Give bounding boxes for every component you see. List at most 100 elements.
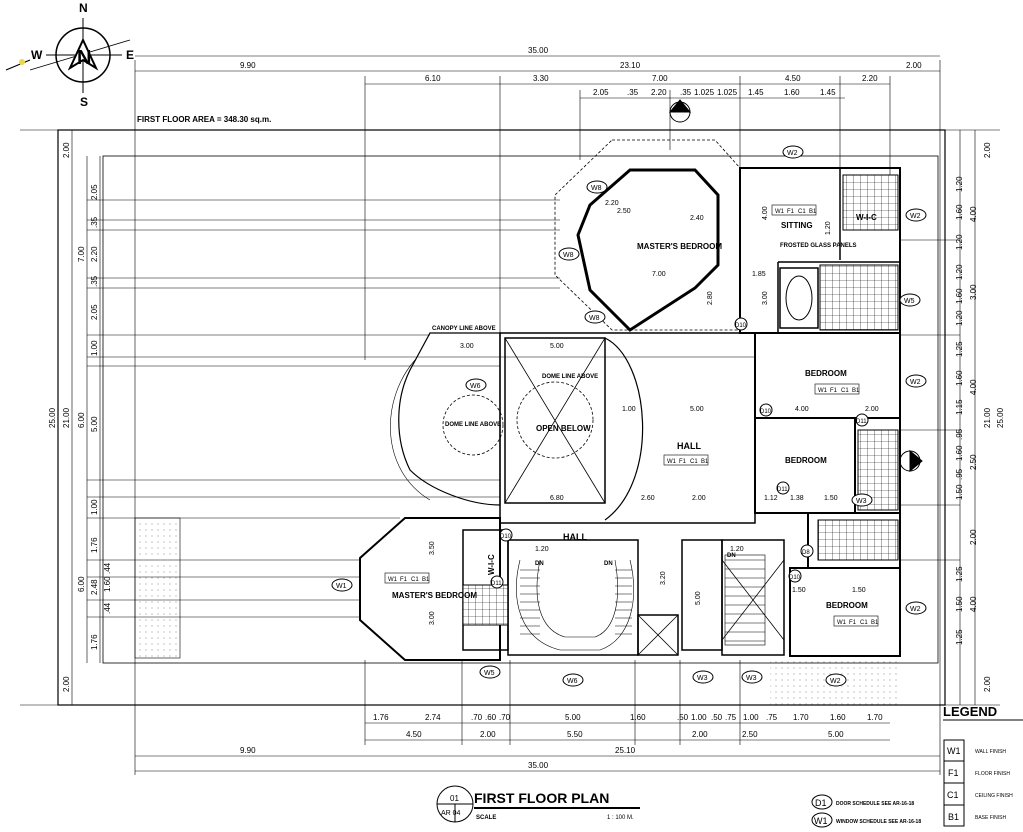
dim-left-label: 6.00	[77, 412, 86, 428]
svg-text:W3: W3	[697, 675, 708, 682]
window-tag-w8: W8	[586, 180, 608, 194]
svg-text:C1: C1	[690, 459, 698, 465]
svg-text:B1: B1	[871, 620, 879, 626]
svg-text:W8: W8	[591, 185, 602, 192]
dim-left-label: 2.05	[90, 184, 99, 200]
dim-bottom-label: 25.10	[615, 746, 636, 755]
dim-top-label: 2.20	[651, 88, 667, 97]
interior-dim: 1.38	[790, 495, 804, 502]
door-tag-d10: D10	[759, 403, 773, 417]
svg-text:DOOR SCHEDULE SEE AR-16-18: DOOR SCHEDULE SEE AR-16-18	[836, 801, 914, 807]
finish-tag: W1 F1 C1 B1	[663, 454, 709, 466]
dim-bottom-label: .70	[499, 713, 511, 722]
interior-dim: 4.00	[762, 206, 769, 220]
dim-right-label: .95	[955, 428, 964, 440]
door-schedule-note: D1 DOOR SCHEDULE SEE AR-16-18	[811, 794, 914, 810]
interior-dim: 2.00	[865, 406, 879, 413]
interior-dim: 5.00	[550, 343, 564, 350]
svg-text:W5: W5	[484, 670, 495, 677]
window-tag-w3: W3	[692, 670, 714, 684]
dim-bottom-label: .60	[485, 713, 497, 722]
room-wic-top: W-I-C	[856, 213, 877, 222]
dim-bottom-label: 2.00	[692, 730, 708, 739]
finish-tag-group: W1 F1 C1 B1 W1 F1 C1 B1 W1 F1 C1 B1 W1 F…	[384, 204, 879, 627]
window-tag-w8: W8	[584, 310, 606, 324]
dim-right-label: 25.00	[996, 407, 1005, 428]
interior-dim: 3.00	[460, 343, 474, 350]
room-wic-left: W-I-C	[487, 554, 496, 575]
finish-tag: W1 F1 C1 B1	[771, 204, 817, 216]
dim-bottom-label: 1.76	[373, 713, 389, 722]
window-tag-w2: W2	[905, 208, 927, 222]
window-tag-w2: W2	[782, 145, 804, 159]
svg-text:W1: W1	[837, 620, 847, 626]
window-tag-w2: W2	[825, 673, 847, 687]
dome-line-label: DOME LINE ABOVE	[542, 374, 598, 380]
svg-text:W2: W2	[910, 213, 921, 220]
svg-text:D11: D11	[777, 487, 788, 493]
frosted-glass-label: FROSTED GLASS PANELS	[780, 243, 857, 249]
dim-right-label: 4.00	[969, 206, 978, 222]
door-tags: D10 D10 D11 D11 D8 D10 D10 D11	[490, 317, 869, 589]
door-tag-d10: D10	[734, 317, 748, 331]
dim-left-label: 2.05	[90, 304, 99, 320]
window-tag-w5: W5	[899, 293, 921, 307]
compass-e: E	[126, 48, 134, 62]
legend: W1 F1 C1 B1 WALL FINISH FLOOR FINISH CEI…	[943, 719, 1023, 827]
svg-text:W2: W2	[830, 678, 841, 685]
dim-left-label: .35	[90, 275, 99, 287]
title-block: 01 AR 04 FIRST FLOOR PLAN SCALE 1 : 100 …	[436, 785, 640, 823]
interior-dim: 5.00	[695, 591, 702, 605]
interior-dim: 1.20	[825, 221, 832, 235]
interior-dim: 2.50	[617, 208, 631, 215]
dim-bottom-label: 1.00	[691, 713, 707, 722]
svg-text:W3: W3	[856, 498, 867, 505]
interior-dim: 2.20	[605, 200, 619, 207]
room-masters-bedroom-top: MASTER'S BEDROOM	[637, 242, 722, 251]
compass-w: W	[31, 48, 43, 62]
svg-text:W1: W1	[775, 209, 785, 215]
legend-code: B1	[948, 812, 959, 822]
interior-dim: 1.00	[622, 406, 636, 413]
dim-left-label: 7.00	[77, 246, 86, 262]
dim-right-label: 1.25	[955, 341, 964, 357]
svg-text:D8: D8	[802, 550, 810, 556]
dimension-lines-right	[900, 130, 976, 705]
section-mark-icon	[668, 99, 692, 123]
dim-top-label: 6.10	[425, 74, 441, 83]
dim-right-label: 1.50	[955, 484, 964, 500]
interior-dim: 7.00	[652, 271, 666, 278]
window-tag-w2: W2	[905, 374, 927, 388]
svg-text:D11: D11	[491, 581, 502, 587]
legend-label: CEILING FINISH	[975, 793, 1013, 799]
room-masters-bedroom-left: MASTER'S BEDROOM	[392, 591, 477, 600]
dim-bottom-label: .50	[677, 713, 689, 722]
svg-text:W5: W5	[904, 298, 915, 305]
dim-bottom-label: .75	[725, 713, 737, 722]
interior-dim: 1.50	[792, 587, 806, 594]
door-tag-d11: D11	[776, 481, 790, 495]
svg-text:W1: W1	[336, 583, 347, 590]
floor-area-note: FIRST FLOOR AREA = 348.30 sq.m.	[137, 115, 271, 124]
dim-right-label: .95	[955, 468, 964, 480]
dim-right-label: 4.00	[969, 379, 978, 395]
staircase	[516, 554, 766, 651]
compass-n: N	[79, 1, 88, 15]
dim-right-label: 2.00	[983, 676, 992, 692]
compass-s: S	[80, 95, 88, 109]
svg-text:W1: W1	[814, 816, 828, 826]
room-hall-bottom: HALL	[563, 532, 587, 542]
room-bedroom-1: BEDROOM	[805, 369, 847, 378]
dim-left-label: 21.00	[62, 407, 71, 428]
dim-right-label: 1.25	[955, 629, 964, 645]
wind-arrow-icon	[5, 59, 31, 71]
dim-left-label: 2.20	[90, 246, 99, 262]
svg-text:W1: W1	[667, 459, 677, 465]
dimension-lines-bottom	[135, 660, 940, 772]
window-tag-w5: W5	[479, 665, 501, 679]
dim-bottom-label: 1.70	[793, 713, 809, 722]
svg-text:W2: W2	[787, 150, 798, 157]
dim-top-label: 1.45	[820, 88, 836, 97]
scale-label: SCALE	[476, 815, 496, 821]
